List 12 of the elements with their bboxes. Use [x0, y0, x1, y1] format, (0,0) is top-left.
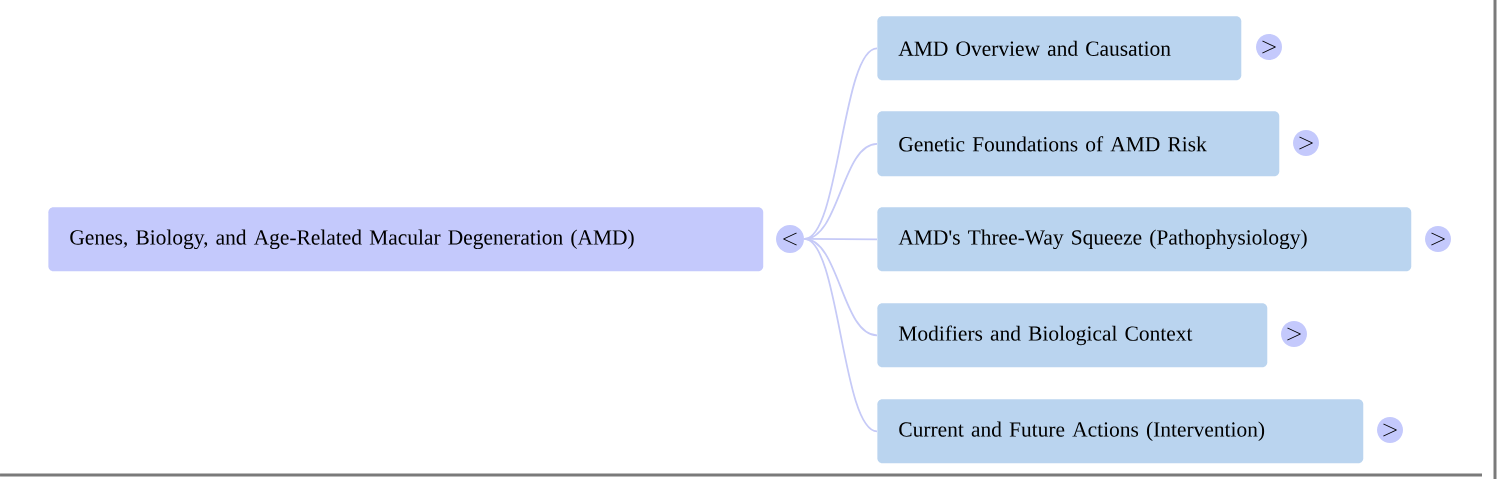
- topic-box: Modifiers and Biological Context: [877, 303, 1268, 368]
- toggle-button: >: [1377, 417, 1403, 443]
- toggle-button: <: [776, 225, 804, 253]
- topic-box: Current and Future Actions (Intervention): [877, 399, 1364, 464]
- topic-box: Genetic Foundations of AMD Risk: [877, 111, 1280, 177]
- toggle-button: >: [1293, 130, 1319, 156]
- toggle-button: >: [1281, 321, 1307, 347]
- central-topic-box: Genes, Biology, and Age-Related Macular Degeneration (AMD): [48, 207, 764, 272]
- toggle-button: >: [1425, 226, 1451, 252]
- topic-box: AMD's Three-Way Squeeze (Pathophysiology): [877, 207, 1412, 272]
- topic-box: AMD Overview and Causation: [877, 16, 1242, 81]
- toggle-button: >: [1256, 34, 1282, 60]
